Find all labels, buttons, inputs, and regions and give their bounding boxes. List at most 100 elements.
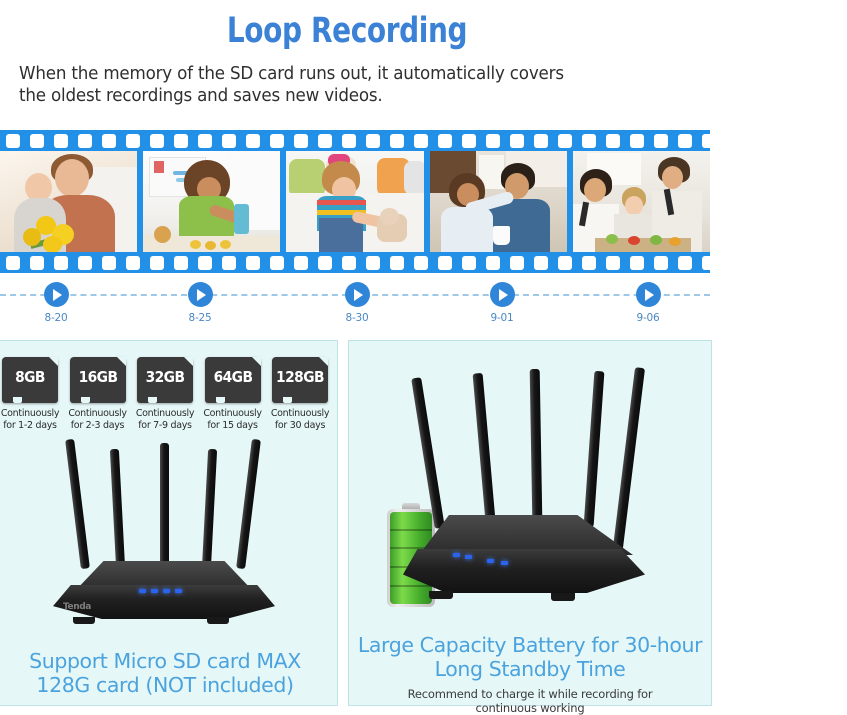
timeline-point[interactable]: 8-30	[330, 282, 384, 324]
film-sprocket-hole	[222, 133, 236, 148]
film-sprocket-hole	[126, 133, 140, 148]
router-foot	[551, 593, 575, 601]
film-sprocket-hole	[414, 255, 428, 270]
film-strip	[0, 130, 711, 273]
router-led	[151, 589, 158, 593]
film-sprocket-hole	[78, 133, 92, 148]
timeline-point[interactable]: 9-01	[475, 282, 529, 324]
play-icon[interactable]	[187, 282, 213, 307]
micro-sd-card-icon: 8GB	[2, 357, 58, 403]
sd-card-capacity-label: 128GB	[276, 368, 324, 386]
sd-caption-line-1: Support Micro SD card MAX	[29, 649, 301, 673]
film-sprocket-hole	[534, 133, 548, 148]
intro-description: When the memory of the SD card runs out,…	[19, 63, 688, 107]
battery-panel-caption: Large Capacity Battery for 30-hour Long …	[349, 633, 711, 681]
film-sprocket-hole	[6, 133, 20, 148]
sd-duration-line-1: Continuously	[68, 408, 127, 419]
router-antenna	[65, 438, 90, 570]
film-sprocket-hole	[150, 133, 164, 148]
router-antenna	[610, 367, 646, 565]
film-frame-girl-at-table	[143, 151, 281, 252]
timeline-point[interactable]: 9-06	[621, 282, 675, 324]
film-frame-toddler-with-teddy	[286, 151, 424, 252]
film-sprocket-hole	[30, 133, 44, 148]
film-sprocket-hole	[366, 255, 380, 270]
film-sprocket-hole	[102, 255, 116, 270]
sd-duration-line-1: Continuously	[270, 408, 330, 419]
film-sprocket-hole	[150, 255, 164, 270]
intro-line-1: When the memory of the SD card runs out,…	[19, 64, 564, 84]
sd-panel-caption: Support Micro SD card MAX 128G card (NOT…	[0, 649, 337, 697]
timeline-point[interactable]: 8-25	[173, 282, 227, 324]
film-sprocket-hole	[270, 133, 284, 148]
film-sprocket-hole	[366, 133, 380, 148]
sd-duration-line-2: for 1-2 days	[3, 420, 57, 431]
router-antenna	[201, 448, 218, 570]
router-antenna	[529, 368, 543, 522]
micro-sd-card-icon: 64GB	[204, 357, 261, 403]
film-sprocket-hole	[678, 133, 692, 148]
micro-sd-card-icon: 32GB	[137, 357, 193, 403]
sd-duration-line-1: Continuously	[0, 408, 60, 419]
film-sprocket-hole	[558, 133, 572, 148]
film-sprocket-hole	[174, 255, 188, 270]
timeline-date-label: 8-30	[345, 312, 369, 324]
sd-card-capacity-label: 64GB	[213, 368, 252, 386]
header-section: Loop Recording When the memory of the SD…	[0, 0, 847, 126]
timeline-date-label: 9-01	[490, 312, 514, 324]
router-led	[487, 559, 494, 563]
film-frame-family-cooking	[572, 151, 711, 252]
sd-duration-line-1: Continuously	[203, 408, 262, 419]
film-sprocket-hole	[558, 255, 572, 270]
intro-line-2: the oldest recordings and saves new vide…	[19, 86, 383, 106]
film-sprocket-hole	[30, 255, 44, 270]
battery-caption-line-2: Long Standby Time	[434, 657, 626, 681]
router-led	[139, 589, 146, 593]
film-sprocket-hole	[654, 255, 668, 270]
router-antenna	[472, 372, 496, 522]
film-sprocket-hole	[702, 255, 710, 270]
film-sprocket-hole	[294, 133, 308, 148]
film-sprockets-top	[0, 133, 710, 148]
play-icon[interactable]	[635, 282, 661, 307]
film-sprocket-hole	[102, 133, 116, 148]
sd-card-capacity-label: 16GB	[78, 368, 117, 386]
wifi-router-angled-view	[401, 363, 673, 601]
film-frame-mother-and-baby	[0, 151, 138, 252]
play-icon[interactable]	[344, 282, 370, 307]
sd-card-capacity-label: 32GB	[145, 368, 185, 386]
film-sprocket-hole	[462, 133, 476, 148]
play-icon[interactable]	[489, 282, 515, 307]
router-antenna	[109, 448, 126, 570]
timeline-point[interactable]: 8-20	[29, 282, 83, 324]
router-brand-logo: Tenda	[63, 602, 91, 612]
battery-panel-subcaption: Recommend to charge it while recording f…	[349, 687, 711, 715]
photo-mother-and-baby	[0, 151, 138, 252]
film-sprocket-hole	[342, 133, 356, 148]
film-sprocket-hole	[6, 255, 20, 270]
battery-caption-line-1: Large Capacity Battery for 30-hour	[357, 633, 703, 657]
film-sprocket-hole	[582, 133, 596, 148]
film-sprocket-hole	[510, 133, 524, 148]
film-sprocket-hole	[318, 133, 332, 148]
film-sprocket-hole	[414, 133, 428, 148]
router-antenna	[583, 370, 605, 528]
film-sprocket-hole	[510, 255, 524, 270]
film-sprocket-hole	[246, 133, 260, 148]
film-sprocket-hole	[294, 255, 308, 270]
film-sprocket-hole	[438, 255, 452, 270]
film-sprocket-hole	[174, 133, 188, 148]
film-sprocket-hole	[126, 255, 140, 270]
sd-duration-line-2: for 2-3 days	[70, 420, 125, 431]
photo-couple-in-kitchen	[429, 151, 567, 252]
play-icon[interactable]	[43, 282, 69, 307]
film-sprocket-hole	[342, 255, 356, 270]
film-sprocket-hole	[198, 255, 212, 270]
micro-sd-card-icon: 16GB	[69, 357, 126, 403]
